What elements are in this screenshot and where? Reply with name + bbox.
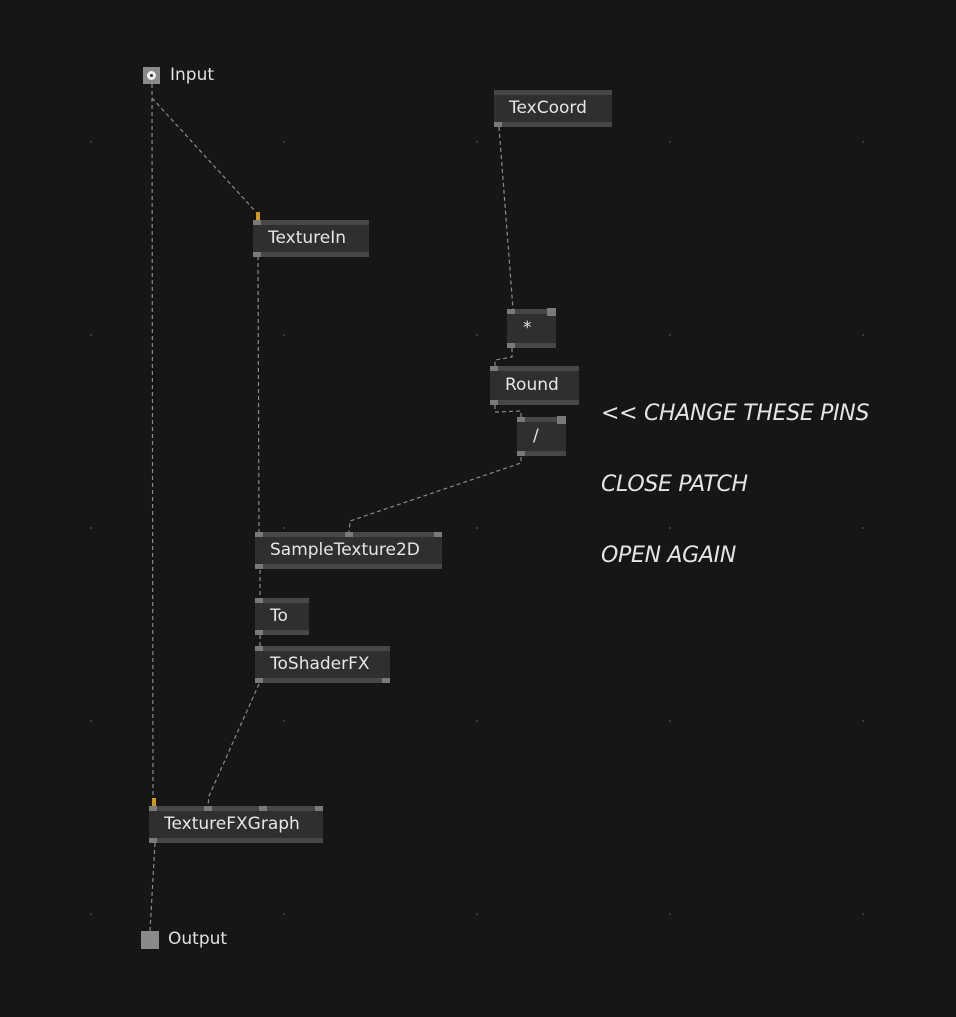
node-sampletexture2d-label: SampleTexture2D — [270, 540, 420, 560]
texturein-input-highlight-pin[interactable] — [256, 212, 260, 220]
grid-dot — [476, 334, 478, 336]
grid-dot — [90, 527, 92, 529]
node-toshaderfx[interactable]: ToShaderFX — [255, 646, 390, 683]
grid-dot — [476, 720, 478, 722]
texturefxgraph-output-pin[interactable] — [149, 838, 157, 843]
grid-dot — [476, 527, 478, 529]
grid-dot — [90, 141, 92, 143]
input-radio-icon — [147, 71, 156, 80]
round-output-pin[interactable] — [490, 400, 498, 405]
multiply-output-pin[interactable] — [507, 343, 515, 348]
link-input-texturein[interactable] — [151, 97, 257, 213]
node-toshaderfx-label: ToShaderFX — [270, 654, 370, 674]
grid-dot — [862, 141, 864, 143]
grid-dot — [669, 141, 671, 143]
comment-close-patch[interactable]: CLOSE PATCH — [601, 472, 748, 497]
node-multiply[interactable]: * — [507, 308, 556, 348]
grid-dot — [476, 141, 478, 143]
multiply-input-pin-b[interactable] — [547, 308, 556, 316]
divide-input-pin-b[interactable] — [557, 416, 566, 424]
link-toshaderfx-texturefxgraph[interactable] — [207, 683, 260, 807]
input-pin[interactable] — [143, 67, 160, 84]
grid-dot — [283, 334, 285, 336]
toshaderfx-output-pin-2[interactable] — [382, 678, 390, 683]
link-input-texturefxgraph[interactable] — [151, 83, 154, 801]
comment-open-again[interactable]: OPEN AGAIN — [601, 543, 737, 568]
grid-dot — [90, 913, 92, 915]
grid-dot — [283, 720, 285, 722]
node-round-label: Round — [505, 375, 559, 395]
grid-dot — [669, 334, 671, 336]
node-texturein-label: TextureIn — [268, 228, 347, 248]
link-round-divide[interactable] — [494, 405, 522, 418]
node-multiply-label: * — [523, 318, 532, 338]
node-divide-label: / — [533, 426, 539, 446]
link-texturein-sampletexture2d[interactable] — [257, 255, 260, 535]
sampletexture2d-input-pin-texture[interactable] — [255, 532, 263, 537]
grid-dot — [669, 720, 671, 722]
grid-dot — [283, 527, 285, 529]
toshaderfx-output-pin[interactable] — [255, 678, 263, 683]
toshaderfx-input-pin[interactable] — [255, 646, 263, 651]
grid-dot — [862, 527, 864, 529]
sampletexture2d-input-pin-uv[interactable] — [345, 532, 353, 537]
multiply-input-pin-a[interactable] — [507, 309, 515, 314]
output-pin[interactable] — [141, 931, 159, 949]
texturein-input-pin[interactable] — [253, 220, 261, 225]
comment-change-pins[interactable]: << CHANGE THESE PINS — [601, 401, 870, 426]
grid-dot — [283, 141, 285, 143]
node-texturefxgraph-label: TextureFXGraph — [164, 814, 300, 834]
grid-dot — [283, 913, 285, 915]
texturefxgraph-input-pin-4[interactable] — [315, 806, 323, 811]
link-texcoord-multiply[interactable] — [498, 126, 514, 310]
grid-dot — [476, 913, 478, 915]
divide-input-pin-a[interactable] — [517, 417, 525, 422]
node-divide[interactable]: / — [517, 416, 566, 456]
texturefxgraph-input-highlight-pin[interactable] — [152, 798, 156, 806]
texturefxgraph-input-pin-2[interactable] — [204, 806, 212, 811]
grid-dot — [862, 913, 864, 915]
node-to-label: To — [270, 606, 288, 626]
divide-output-pin[interactable] — [517, 451, 525, 456]
node-to[interactable]: To — [255, 598, 309, 635]
output-label: Output — [168, 929, 228, 949]
texturein-output-pin[interactable] — [253, 252, 261, 257]
node-texcoord-label: TexCoord — [509, 98, 587, 118]
node-texcoord[interactable]: TexCoord — [494, 90, 612, 127]
node-round[interactable]: Round — [490, 366, 579, 405]
texcoord-output-pin[interactable] — [494, 122, 502, 127]
grid-dot — [669, 527, 671, 529]
node-texturein[interactable]: TextureIn — [253, 220, 369, 257]
texturefxgraph-input-pin-1[interactable] — [149, 806, 157, 811]
round-input-pin[interactable] — [490, 366, 498, 371]
link-multiply-round[interactable] — [494, 348, 513, 367]
link-texturefxgraph-output[interactable] — [149, 842, 156, 932]
grid-dot — [90, 334, 92, 336]
to-input-pin[interactable] — [255, 598, 263, 603]
texturefxgraph-input-pin-3[interactable] — [259, 806, 267, 811]
link-divide-sampletexture2d[interactable] — [348, 457, 522, 534]
to-output-pin[interactable] — [255, 630, 263, 635]
sampletexture2d-output-pin[interactable] — [255, 564, 263, 569]
grid-dot — [862, 720, 864, 722]
node-sampletexture2d[interactable]: SampleTexture2D — [255, 532, 442, 569]
grid-dot — [862, 334, 864, 336]
node-texturefxgraph[interactable]: TextureFXGraph — [149, 806, 323, 843]
sampletexture2d-input-pin-sampler[interactable] — [434, 532, 442, 537]
grid-dot — [669, 913, 671, 915]
input-label: Input — [170, 65, 215, 85]
grid-dot — [90, 720, 92, 722]
